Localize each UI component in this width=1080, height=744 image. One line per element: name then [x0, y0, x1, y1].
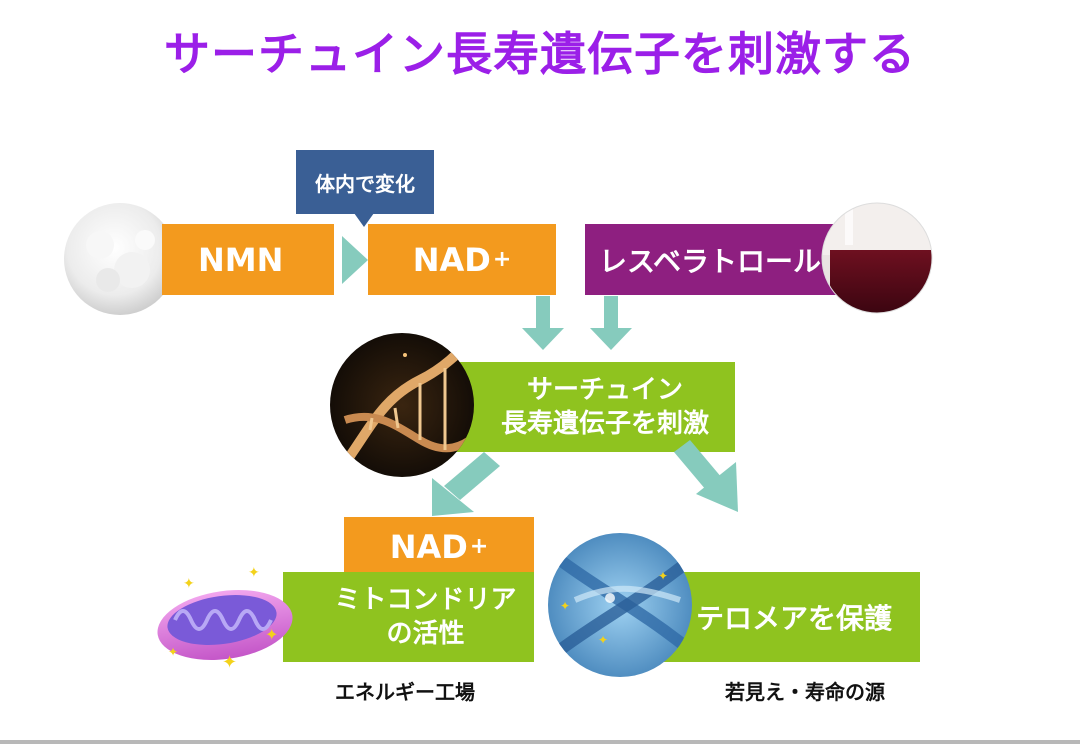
nad-top-box: NAD+	[368, 224, 556, 295]
mitochondria-line1: ミトコンドリア	[334, 585, 517, 615]
page-title: サーチュイン長寿遺伝子を刺激する	[164, 27, 916, 81]
mitochondria-box: ミトコンドリア の活性	[283, 572, 534, 662]
mitochondria-line2: の活性	[386, 619, 465, 649]
svg-text:✦: ✦	[658, 569, 668, 583]
resveratrol-down-arrow	[590, 296, 632, 350]
resveratrol-label: レスベラトロール	[599, 244, 822, 278]
svg-text:✦: ✦	[265, 625, 278, 644]
svg-text:✦: ✦	[598, 633, 608, 647]
mitochondria-caption: エネルギー工場	[335, 680, 475, 704]
nad-down-arrow	[522, 296, 564, 350]
svg-text:✦: ✦	[183, 576, 195, 592]
bottom-divider	[0, 740, 1080, 744]
svg-text:✦: ✦	[248, 565, 260, 581]
to-telomere-arrow	[674, 440, 738, 512]
nad-bottom-box: NAD+	[344, 517, 534, 577]
telomere-caption: 若見え・寿命の源	[725, 680, 885, 704]
svg-text:✦: ✦	[560, 599, 570, 613]
nmn-label: NMN	[198, 240, 284, 279]
nmn-box: NMN	[162, 224, 334, 295]
svg-text:✦: ✦	[222, 652, 237, 673]
sirtuin-line1: サーチュイン	[526, 375, 683, 405]
sirtuin-box: サーチュイン 長寿遺伝子を刺激	[445, 362, 735, 452]
callout-label: 体内で変化	[315, 172, 415, 196]
resveratrol-box: レスベラトロール	[585, 224, 855, 295]
telomere-label: テロメアを保護	[695, 602, 892, 635]
nad-bottom-label: NAD	[389, 528, 468, 566]
to-mitochondria-arrow	[432, 452, 500, 516]
nad-top-label: NAD	[412, 240, 491, 279]
svg-text:✦: ✦	[168, 645, 178, 659]
sirtuin-line2: 長寿遺伝子を刺激	[500, 409, 709, 439]
